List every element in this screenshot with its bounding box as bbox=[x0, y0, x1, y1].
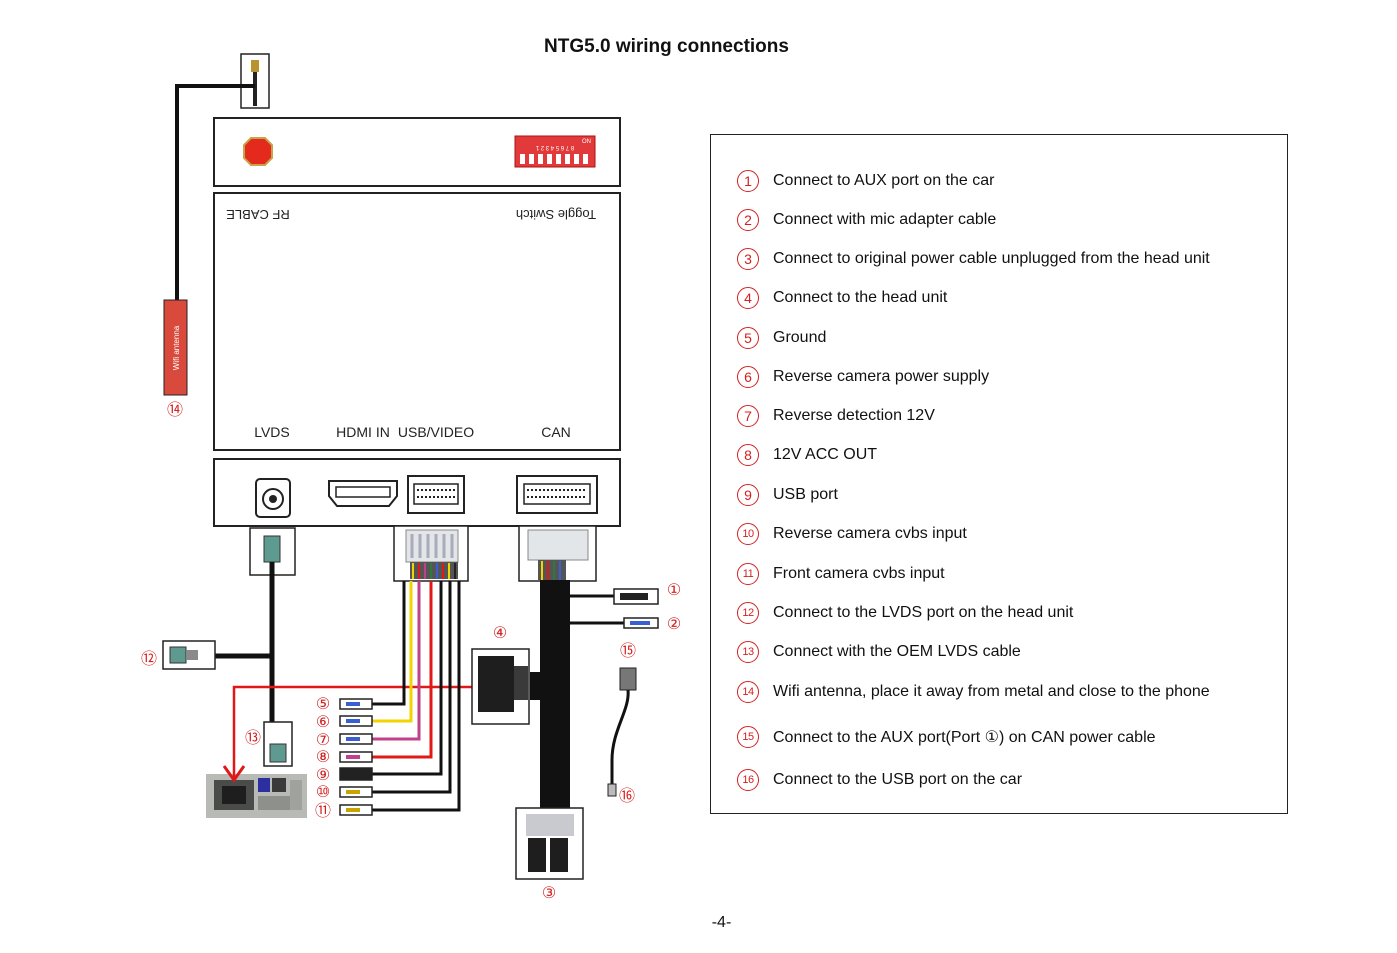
legend-number: 14 bbox=[737, 681, 759, 703]
legend-item: 4 Connect to the head unit bbox=[737, 285, 947, 311]
legend-item: 1 Connect to AUX port on the car bbox=[737, 168, 994, 194]
legend-text: Wifi antenna, place it away from metal a… bbox=[773, 683, 1210, 700]
lvds-cable bbox=[162, 527, 296, 767]
legend-item: 10 Reverse camera cvbs input bbox=[737, 521, 967, 547]
legend-number: 5 bbox=[737, 327, 759, 349]
aux-usb-cable bbox=[607, 667, 637, 797]
can-connector-icon bbox=[516, 475, 598, 514]
legend-text: 12V ACC OUT bbox=[773, 446, 878, 463]
legend-item: 13 Connect with the OEM LVDS cable bbox=[737, 639, 1021, 665]
usb-video-connector-icon bbox=[407, 475, 465, 514]
wifi-antenna-label: Wifi antenna bbox=[172, 325, 181, 370]
red-arrow bbox=[222, 685, 474, 783]
legend-text: Connect to the head unit bbox=[773, 289, 948, 306]
legend-text: Connect with the OEM LVDS cable bbox=[773, 643, 1021, 660]
toggle-switch-label: Toggle Switch bbox=[516, 207, 596, 222]
legend-item: 6 Reverse camera power supply bbox=[737, 364, 989, 390]
legend-item: 12 Connect to the LVDS port on the head u… bbox=[737, 600, 1073, 626]
legend-text: Connect to original power cable unplugge… bbox=[773, 250, 1210, 267]
marker-9: ⑨ bbox=[316, 767, 330, 784]
legend-number: 1 bbox=[737, 170, 759, 192]
legend-item: 9 USB port bbox=[737, 482, 838, 508]
legend-text: Reverse camera power supply bbox=[773, 368, 990, 385]
legend-text: Connect to AUX port on the car bbox=[773, 172, 995, 189]
lvds-port-label: LVDS bbox=[254, 424, 290, 440]
legend-item: 3 Connect to original power cable unplugg… bbox=[737, 246, 1210, 272]
rf-cable-label: RF CABLE bbox=[226, 207, 290, 222]
hdmi-connector-icon bbox=[328, 480, 398, 507]
power-led-icon bbox=[243, 137, 273, 166]
legend-number: 7 bbox=[737, 405, 759, 427]
marker-3: ③ bbox=[542, 885, 556, 902]
top-panel: ON 8 7 6 5 4 3 2 1 bbox=[213, 117, 621, 187]
can-harness bbox=[471, 525, 659, 880]
connector-panel bbox=[213, 458, 621, 527]
legend-number: 8 bbox=[737, 444, 759, 466]
can-port-label: CAN bbox=[541, 424, 571, 440]
head-unit-image bbox=[206, 774, 307, 818]
marker-10: ⑩ bbox=[316, 784, 330, 801]
usb-video-port-label: USB/VIDEO bbox=[398, 424, 474, 440]
page-title: NTG5.0 wiring connections bbox=[544, 36, 789, 57]
legend-item: 8 12V ACC OUT bbox=[737, 442, 877, 468]
dip-switch-digits: 8 7 6 5 4 3 2 1 bbox=[535, 144, 574, 150]
legend-text: Connect to the AUX port(Port ①) on CAN p… bbox=[773, 729, 1156, 746]
marker-6: ⑥ bbox=[316, 714, 330, 731]
legend-number: 3 bbox=[737, 248, 759, 270]
module-body: RF CABLE Toggle Switch LVDS HDMI IN USB/… bbox=[213, 192, 621, 451]
legend-text: Reverse camera cvbs input bbox=[773, 525, 967, 542]
legend-item: 11 Front camera cvbs input bbox=[737, 561, 945, 587]
legend-item: 5 Ground bbox=[737, 325, 826, 351]
legend-text: Connect to the USB port on the car bbox=[773, 771, 1023, 788]
marker-1: ① bbox=[667, 582, 681, 599]
page-number: -4- bbox=[711, 914, 732, 931]
marker-8: ⑧ bbox=[316, 749, 330, 766]
legend-text: Ground bbox=[773, 329, 827, 346]
legend-number: 10 bbox=[737, 523, 759, 545]
legend-text: USB port bbox=[773, 486, 838, 503]
legend-text: Connect to the LVDS port on the head uni… bbox=[773, 604, 1074, 621]
legend-text: Front camera cvbs input bbox=[773, 565, 945, 582]
marker-7: ⑦ bbox=[316, 732, 330, 749]
lvds-connector-icon bbox=[255, 478, 291, 518]
dip-switch-on-label: ON bbox=[582, 139, 591, 145]
dip-switch: ON 8 7 6 5 4 3 2 1 bbox=[514, 135, 596, 168]
legend-number: 9 bbox=[737, 484, 759, 506]
legend-number: 12 bbox=[737, 602, 759, 624]
usb-video-harness bbox=[339, 525, 469, 816]
marker-11: ⑪ bbox=[315, 802, 331, 820]
legend-item: 7 Reverse detection 12V bbox=[737, 403, 935, 429]
legend-text: Connect with mic adapter cable bbox=[773, 211, 997, 228]
legend-text: Reverse detection 12V bbox=[773, 407, 935, 424]
legend-number: 15 bbox=[737, 726, 759, 748]
marker-5: ⑤ bbox=[316, 696, 330, 713]
hdmi-port-label: HDMI IN bbox=[336, 424, 390, 440]
legend-item: 15 Connect to the AUX port(Port ①) on CAN… bbox=[737, 724, 1156, 750]
legend-item: 14 Wifi antenna, place it away from metal… bbox=[737, 679, 1210, 705]
legend-number: 13 bbox=[737, 641, 759, 663]
marker-2: ② bbox=[667, 616, 681, 633]
legend-number: 16 bbox=[737, 769, 759, 791]
diagram-markers: ① ② ③ ④ ⑤ ⑥ ⑦ ⑧ ⑨ ⑩ ⑪ ⑫ ⑬ ⑭ ⑮ ⑯ bbox=[141, 401, 681, 902]
legend-number: 6 bbox=[737, 366, 759, 388]
marker-14: ⑭ bbox=[167, 401, 183, 419]
legend-number: 11 bbox=[737, 563, 759, 585]
legend-number: 4 bbox=[737, 287, 759, 309]
wifi-antenna: Wifi antenna bbox=[163, 53, 270, 396]
legend-number: 2 bbox=[737, 209, 759, 231]
marker-13: ⑬ bbox=[245, 729, 261, 747]
marker-4: ④ bbox=[493, 625, 507, 642]
legend-item: 16 Connect to the USB port on the car bbox=[737, 767, 1022, 793]
legend-item: 2 Connect with mic adapter cable bbox=[737, 207, 996, 233]
marker-16: ⑯ bbox=[619, 787, 635, 805]
marker-15: ⑮ bbox=[620, 642, 636, 660]
marker-12: ⑫ bbox=[141, 650, 157, 668]
